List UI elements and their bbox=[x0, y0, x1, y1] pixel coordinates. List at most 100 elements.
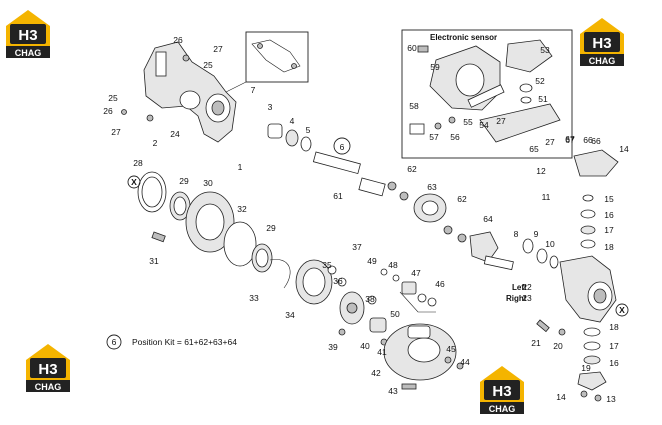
callout-48: 48 bbox=[388, 260, 398, 270]
callout-14: 14 bbox=[619, 144, 629, 154]
x-marker-right: X bbox=[615, 303, 629, 317]
x-marker-left: X bbox=[127, 175, 141, 189]
callout-67: 67 bbox=[565, 135, 575, 145]
callout-25: 25 bbox=[108, 93, 118, 103]
callout-22: 22 bbox=[522, 282, 532, 292]
callout-26: 26 bbox=[173, 35, 183, 45]
callout-18: 18 bbox=[604, 242, 614, 252]
callout-40: 40 bbox=[360, 341, 370, 351]
callout-51: 51 bbox=[538, 94, 548, 104]
callout-43: 43 bbox=[388, 386, 398, 396]
callout-62: 62 bbox=[407, 164, 417, 174]
callout-53: 53 bbox=[540, 45, 550, 55]
callout-55: 55 bbox=[463, 117, 473, 127]
callout-60: 60 bbox=[407, 43, 417, 53]
logo-bottom-center: H3 CHAG bbox=[480, 366, 524, 414]
callout-58: 58 bbox=[409, 101, 419, 111]
callout-17: 17 bbox=[604, 225, 614, 235]
callout-36: 36 bbox=[333, 276, 343, 286]
callout-35: 35 bbox=[322, 260, 332, 270]
callout-67: 67 bbox=[565, 134, 575, 144]
callout-23: 23 bbox=[522, 293, 532, 303]
callout-59: 59 bbox=[430, 62, 440, 72]
logo-top-text: H3 bbox=[18, 27, 37, 44]
planet-carrier bbox=[383, 323, 464, 390]
callout-29: 29 bbox=[266, 223, 276, 233]
callout-17: 17 bbox=[609, 341, 619, 351]
callout-38: 38 bbox=[365, 294, 375, 304]
axle-housing-assembly bbox=[121, 41, 237, 143]
callout-7: 7 bbox=[251, 85, 256, 95]
callout-31: 31 bbox=[149, 256, 159, 266]
logo-bottom-left: H3 CHAG bbox=[26, 344, 70, 392]
callout-3: 3 bbox=[268, 102, 273, 112]
svg-text:CHAG: CHAG bbox=[489, 404, 516, 414]
callout-42: 42 bbox=[371, 368, 381, 378]
inset-title: Electronic sensor bbox=[430, 33, 497, 42]
callout-30: 30 bbox=[203, 178, 213, 188]
callout-29: 29 bbox=[179, 176, 189, 186]
callout-6-circle bbox=[333, 137, 351, 155]
svg-text:X: X bbox=[619, 305, 625, 315]
callout-27: 27 bbox=[213, 44, 223, 54]
callout-16: 16 bbox=[604, 210, 614, 220]
svg-text:CHAG: CHAG bbox=[35, 382, 62, 392]
callout-46: 46 bbox=[435, 279, 445, 289]
callout-65: 65 bbox=[529, 144, 539, 154]
callout-11: 11 bbox=[542, 192, 551, 202]
side-label-left: Left bbox=[512, 283, 527, 292]
callout-66: 66 bbox=[583, 135, 593, 145]
callout-47: 47 bbox=[411, 268, 421, 278]
callout-61: 61 bbox=[333, 191, 343, 201]
callout-50: 50 bbox=[390, 309, 400, 319]
callout-62: 62 bbox=[457, 194, 467, 204]
kit-circle-number: 6 bbox=[112, 337, 117, 347]
steering-knuckle bbox=[522, 238, 617, 336]
callout-44: 44 bbox=[460, 357, 470, 367]
callout-2: 2 bbox=[153, 138, 158, 148]
callout-66: 66 bbox=[591, 136, 601, 146]
logo-top-right: H3 CHAG bbox=[580, 18, 624, 66]
svg-text:H3: H3 bbox=[492, 383, 511, 400]
callout-18: 18 bbox=[609, 322, 619, 332]
callout-37: 37 bbox=[352, 242, 362, 252]
callout-28: 28 bbox=[133, 158, 143, 168]
callout-52: 52 bbox=[535, 76, 545, 86]
callout-27: 27 bbox=[545, 137, 555, 147]
callout-45: 45 bbox=[446, 344, 456, 354]
position-kit-note: 6 Position Kit = 61+62+63+64 bbox=[106, 334, 237, 350]
callout-39: 39 bbox=[328, 342, 338, 352]
callout-27: 27 bbox=[111, 127, 121, 137]
svg-text:H3: H3 bbox=[38, 361, 57, 378]
svg-text:CHAG: CHAG bbox=[589, 56, 616, 66]
callout-41: 41 bbox=[377, 347, 387, 357]
callout-8: 8 bbox=[514, 229, 519, 239]
callout-26: 26 bbox=[103, 106, 113, 116]
callout-1: 1 bbox=[238, 162, 243, 172]
callout-21: 21 bbox=[531, 338, 541, 348]
lower-kingpin-stack bbox=[577, 327, 607, 402]
callout-4: 4 bbox=[290, 116, 295, 126]
logo-bottom-text: CHAG bbox=[15, 48, 42, 58]
planetary-gear-set bbox=[295, 259, 400, 346]
callout-24: 24 bbox=[170, 129, 180, 139]
callout-64: 64 bbox=[483, 214, 493, 224]
callout-63: 63 bbox=[427, 182, 437, 192]
position-kit-parts bbox=[358, 177, 514, 271]
callout-9: 9 bbox=[534, 229, 539, 239]
callout-16: 16 bbox=[609, 358, 619, 368]
logo-top-left: H3 CHAG bbox=[6, 10, 50, 58]
callout-57: 57 bbox=[429, 132, 439, 142]
callout-27: 27 bbox=[496, 116, 506, 126]
callout-54: 54 bbox=[479, 120, 489, 130]
callout-20: 20 bbox=[553, 341, 563, 351]
shaft-bearings bbox=[267, 123, 361, 175]
electronic-sensor-inset bbox=[401, 29, 573, 159]
callout-12: 12 bbox=[536, 166, 546, 176]
upper-kingpin-stack bbox=[573, 149, 619, 249]
callout-13: 13 bbox=[606, 394, 616, 404]
left-hub-discs bbox=[137, 171, 291, 289]
side-label-right: Right bbox=[506, 294, 527, 303]
svg-text:X: X bbox=[131, 177, 137, 187]
